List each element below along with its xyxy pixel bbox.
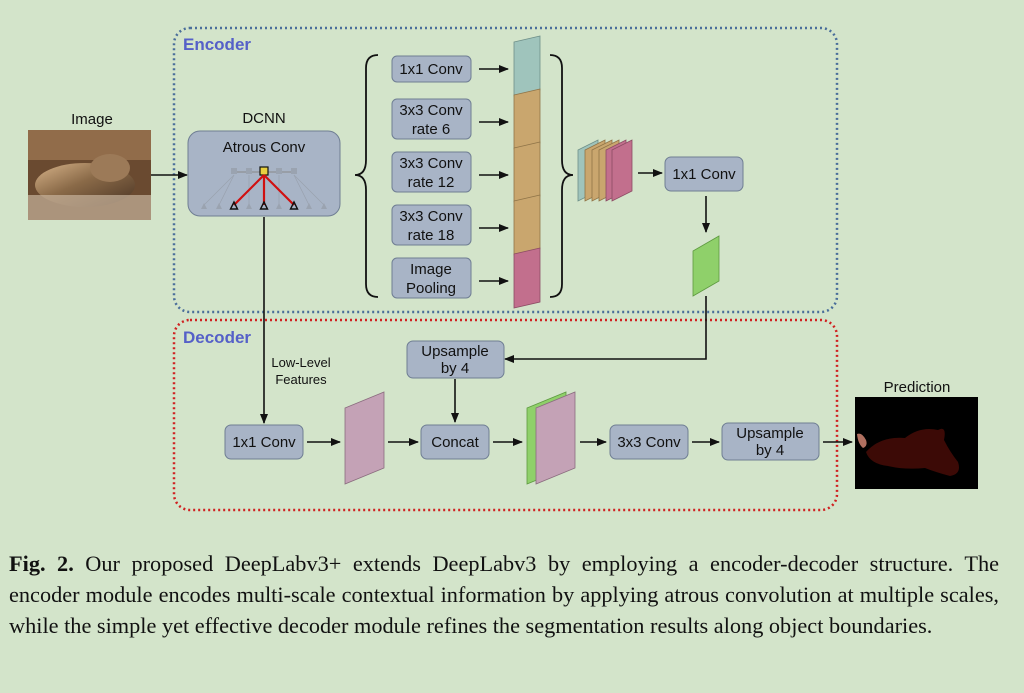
- image-label: Image: [71, 111, 113, 128]
- decoder-1x1-conv-box: [224, 424, 304, 460]
- branch-box-3: [391, 151, 472, 193]
- encoder-region: [172, 26, 839, 314]
- feature-map-tan-3: [513, 194, 541, 256]
- upsample-bottom-box: [721, 422, 820, 461]
- branch-label-4b: rate 18: [408, 227, 455, 244]
- encoder-concat-stack: [577, 139, 633, 202]
- branch-label-3a: 3x3 Conv: [399, 155, 463, 172]
- decoder-3x3-conv-box: [609, 424, 689, 460]
- feature-map-tan-1: [513, 88, 541, 150]
- upsample-top-label-b: by 4: [441, 360, 469, 377]
- branch-box-1: [391, 55, 472, 83]
- upsample-top-label-a: Upsample: [421, 343, 489, 360]
- decoder-1x1-conv-label: 1x1 Conv: [232, 434, 296, 451]
- low-level-label-a: Low-Level: [271, 355, 330, 370]
- decoder-label: Decoder: [183, 328, 251, 347]
- upsample-bottom-label-b: by 4: [756, 442, 784, 459]
- decoder-concat-stack: [526, 391, 576, 485]
- feature-map-tan-2: [513, 141, 541, 203]
- upsample-top-box: [406, 340, 505, 379]
- prediction-image: [855, 397, 978, 489]
- decoder-3x3-conv-label: 3x3 Conv: [617, 434, 681, 451]
- encoder-1x1-conv-label: 1x1 Conv: [672, 166, 736, 183]
- branch-box-2: [391, 98, 472, 140]
- feature-map-mauve: [344, 391, 385, 485]
- low-level-label-b: Features: [275, 372, 327, 387]
- figure-caption: Fig. 2. Our proposed DeepLabv3+ extends …: [9, 548, 999, 641]
- branch-label-1: 1x1 Conv: [399, 61, 463, 78]
- encoder-1x1-conv-box: [664, 156, 744, 192]
- feature-map-teal: [513, 35, 541, 97]
- branch-label-5b: Pooling: [406, 280, 456, 297]
- dcnn-label: DCNN: [242, 110, 285, 127]
- branch-label-2a: 3x3 Conv: [399, 102, 463, 119]
- green-to-upsample-arrow: [504, 296, 707, 363]
- branch-label-5a: Image: [410, 261, 452, 278]
- right-brace: [549, 54, 574, 298]
- feature-map-green: [692, 235, 720, 297]
- atrous-conv-label: Atrous Conv: [223, 139, 306, 156]
- left-brace: [354, 54, 379, 298]
- concat-box: [420, 424, 490, 460]
- caption-text: Our proposed DeepLabv3+ extends DeepLabv…: [9, 551, 1000, 638]
- branch-box-4: [391, 204, 472, 246]
- upsample-bottom-label-a: Upsample: [736, 425, 804, 442]
- deeplabv3plus-diagram: Encoder Decoder Image DCNN Atrous Conv: [28, 26, 978, 512]
- prediction-label: Prediction: [884, 379, 951, 396]
- encoder-label: Encoder: [183, 35, 251, 54]
- branch-box-5: [391, 257, 472, 299]
- branch-label-3b: rate 12: [408, 174, 455, 191]
- atrous-kernel-icon: [201, 166, 327, 210]
- caption-label: Fig. 2.: [9, 551, 74, 576]
- branch-label-2b: rate 6: [412, 121, 450, 138]
- decoder-region: [172, 318, 839, 512]
- input-image: [28, 130, 151, 220]
- branch-label-4a: 3x3 Conv: [399, 208, 463, 225]
- feature-map-pink: [513, 247, 541, 309]
- concat-label: Concat: [431, 434, 479, 451]
